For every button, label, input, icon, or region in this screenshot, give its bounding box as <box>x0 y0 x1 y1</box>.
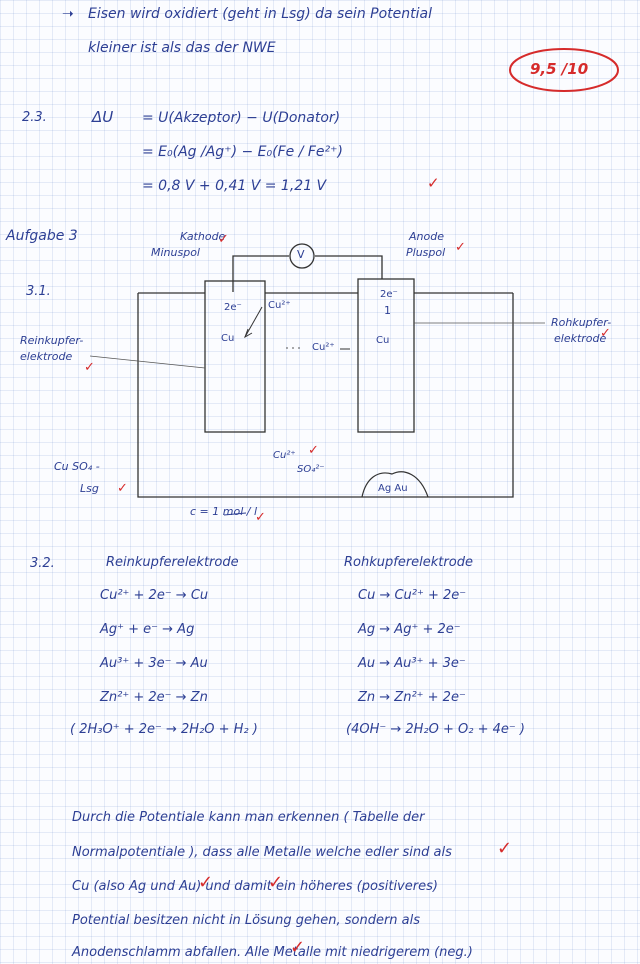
left-equation: Zn²⁺ + 2e⁻ → Zn <box>100 690 208 705</box>
bullet-arrow: ➝ <box>62 6 74 22</box>
anode-label: Anode <box>409 230 444 243</box>
left-equation: Ag⁺ + e⁻ → Ag <box>100 622 195 637</box>
equation-line-2: = E₀(Ag /Ag⁺) − E₀(Fe / Fe²⁺) <box>142 144 344 160</box>
right-cu-label: Cu <box>376 335 390 346</box>
left-electron-label: 2e⁻ <box>224 302 242 313</box>
kathode-label: Kathode <box>180 230 226 243</box>
solution-sulfate: SO₄²⁻ <box>297 464 325 475</box>
left-cu-ion-label: Cu²⁺ <box>268 300 291 311</box>
paragraph-line: Anodenschlamm abfallen. Alle Metalle mit… <box>72 945 473 960</box>
minuspol-label: Minuspol <box>151 246 200 259</box>
rohkupfer-label: Rohkupfer- <box>551 316 612 329</box>
left-equation: ( 2H₃O⁺ + 2e⁻ → 2H₂O + H₂ ) <box>70 722 258 737</box>
right-column-title: Rohkupferelektrode <box>344 555 473 570</box>
aufgabe-3-title: Aufgabe 3 <box>6 228 78 244</box>
reinkupfer-leader <box>89 355 206 369</box>
section-3-2-number: 3.2. <box>30 556 55 571</box>
paragraph-line: Potential besitzen nicht in Lösung gehen… <box>72 913 421 928</box>
left-electrode <box>204 280 266 433</box>
right-equation: Ag → Ag⁺ + 2e⁻ <box>358 622 461 637</box>
right-equation: Zn → Zn²⁺ + 2e⁻ <box>358 690 466 705</box>
right-arrow-label: 1 <box>384 304 391 317</box>
pluspol-label: Pluspol <box>406 246 446 259</box>
score: 9,5 /10 <box>530 60 589 78</box>
header-line-2: kleiner ist als das der NWE <box>88 40 276 56</box>
solution-cu-ion: Cu²⁺ <box>273 450 296 461</box>
right-electron-label: 2e⁻ <box>380 289 398 300</box>
delta-u: ΔU <box>92 108 114 126</box>
beaker <box>137 293 514 498</box>
left-cu-label: Cu <box>221 333 235 344</box>
header-line-1: Eisen wird oxidiert (geht in Lsg) da sei… <box>88 6 432 22</box>
paragraph-line: Cu (also Ag und Au) und damit ein höhere… <box>72 879 438 894</box>
section-2-3-number: 2.3. <box>22 110 47 125</box>
lsg-label: Lsg <box>80 482 99 495</box>
right-electrode <box>357 278 415 433</box>
sludge-label: Ag Au <box>378 483 408 494</box>
left-column-title: Reinkupferelektrode <box>106 555 239 570</box>
cu-ion-arrow <box>244 306 263 338</box>
right-equation: (4OH⁻ → 2H₂O + O₂ + 4e⁻ ) <box>346 722 525 737</box>
reinkupfer-elektrode-label: elektrode <box>20 350 73 363</box>
concentration-label: c = 1 mol / l <box>190 505 258 518</box>
equation-line-3: = 0,8 V + 0,41 V = 1,21 V <box>142 178 327 194</box>
left-wire <box>232 255 289 292</box>
paragraph-line: Durch die Potentiale kann man erkennen (… <box>72 810 425 825</box>
equation-line-1: = U(Akzeptor) − U(Donator) <box>142 110 341 126</box>
rohkupfer-elektrode-label: elektrode <box>554 332 607 345</box>
voltmeter-label: V <box>297 248 305 261</box>
right-wire <box>315 255 383 279</box>
check-mark: ✓ <box>427 174 440 192</box>
voltmeter-circle <box>289 243 315 269</box>
cuso4-label: Cu SO₄ - <box>54 460 100 473</box>
anode-sludge <box>361 471 429 498</box>
paragraph-line: Normalpotentiale ), dass alle Metalle we… <box>72 845 452 860</box>
left-equation: Cu²⁺ + 2e⁻ → Cu <box>100 588 209 603</box>
middle-cu-ion-label: Cu²⁺ <box>312 342 335 353</box>
score-circle <box>509 48 619 92</box>
right-equation: Cu → Cu²⁺ + 2e⁻ <box>358 588 467 603</box>
section-3-1-number: 3.1. <box>26 284 51 299</box>
right-equation: Au → Au³⁺ + 3e⁻ <box>358 656 466 671</box>
left-equation: Au³⁺ + 3e⁻ → Au <box>100 656 208 671</box>
reinkupfer-label: Reinkupfer- <box>20 334 84 347</box>
